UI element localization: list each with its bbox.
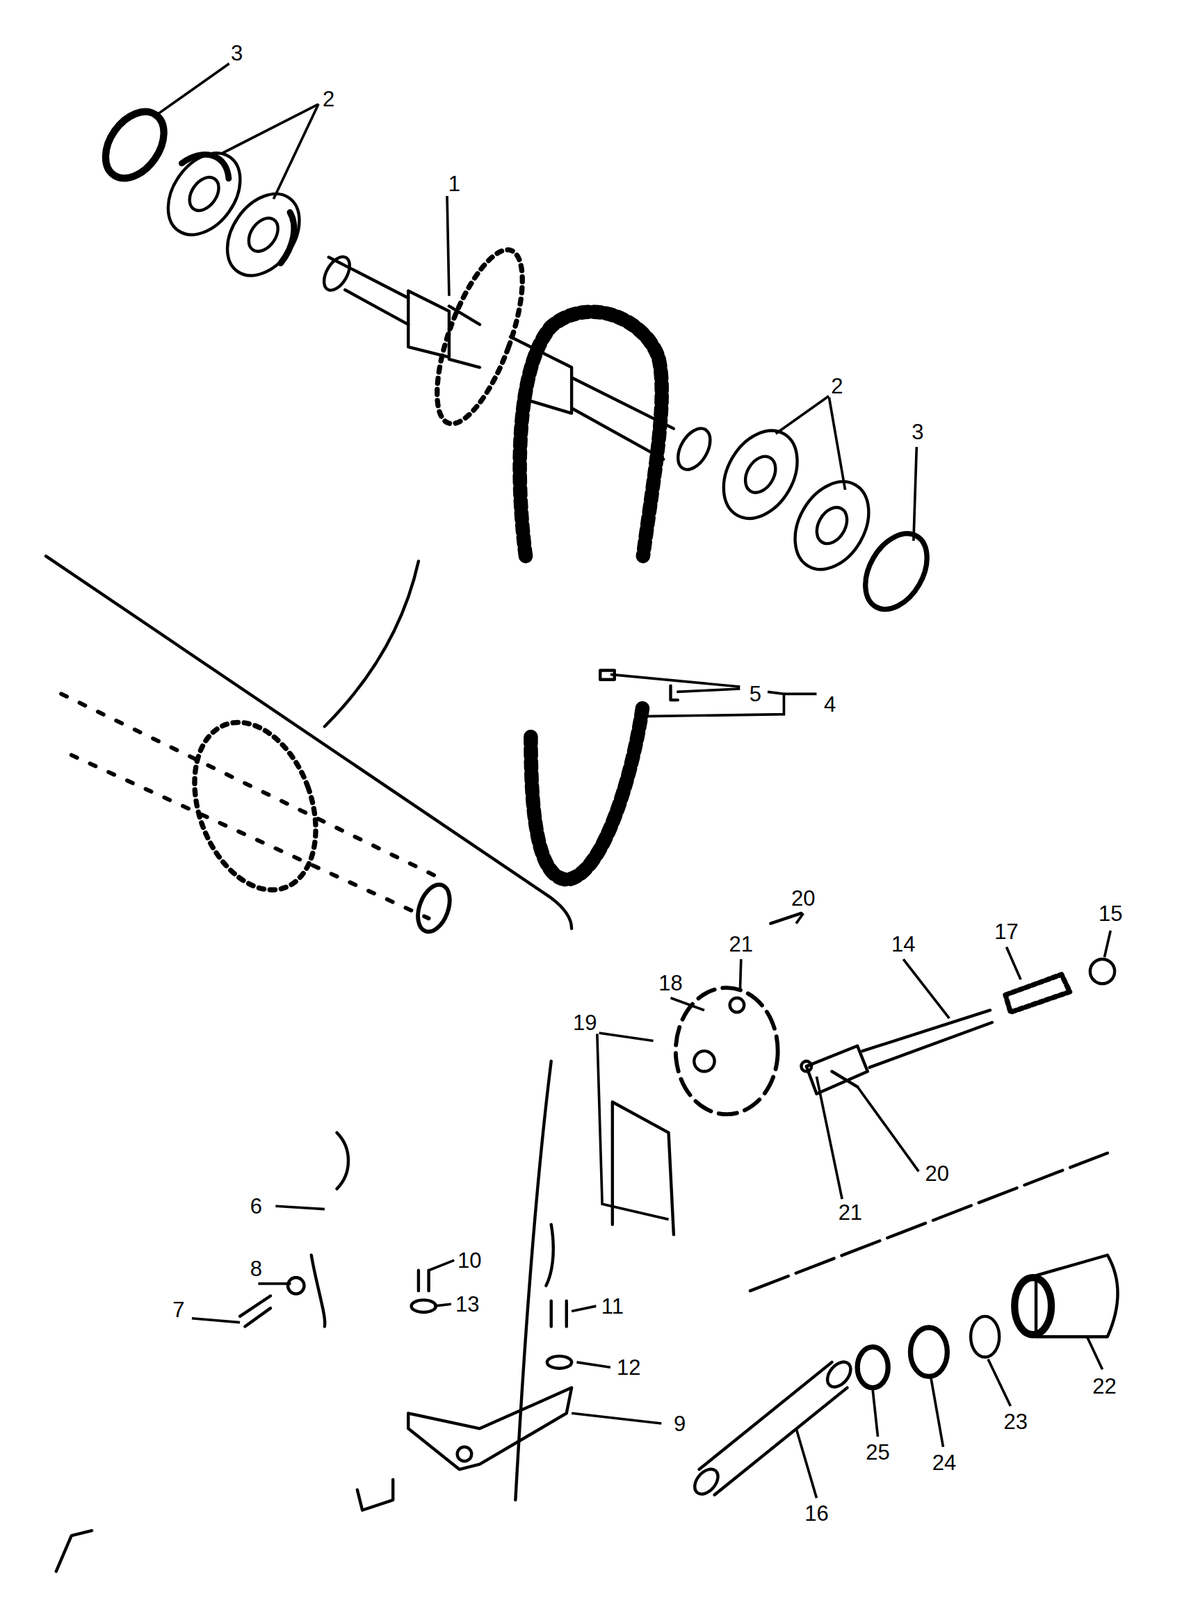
callout-number: 25 xyxy=(863,1441,892,1465)
callout-number: 18 xyxy=(656,971,685,995)
callout-number: 21 xyxy=(727,932,756,956)
callout-number: 4 xyxy=(821,692,838,716)
callout-number: 13 xyxy=(453,1293,482,1317)
callout-number: 8 xyxy=(248,1257,265,1281)
callout-number: 19 xyxy=(570,1010,599,1034)
callout-number: 10 xyxy=(455,1249,484,1273)
callout-number: 1 xyxy=(446,172,463,196)
callout-number: 9 xyxy=(671,1412,688,1436)
callout-number: 2 xyxy=(828,374,845,398)
callout-number: 12 xyxy=(614,1356,643,1380)
callout-number: 20 xyxy=(789,886,817,910)
callout-number: 20 xyxy=(922,1162,951,1186)
callout-number: 2 xyxy=(320,87,337,111)
callout-number: 14 xyxy=(889,932,918,956)
callout-number: 5 xyxy=(747,682,764,706)
callout-number: 24 xyxy=(930,1451,959,1475)
callout-number: 6 xyxy=(248,1195,265,1219)
callout-number: 16 xyxy=(802,1502,831,1526)
callout-number: 3 xyxy=(228,41,245,65)
callout-number: 22 xyxy=(1090,1374,1119,1398)
callout-number: 23 xyxy=(1001,1410,1030,1434)
callout-number: 17 xyxy=(992,920,1020,944)
callout-number: 7 xyxy=(170,1298,187,1322)
callout-number: 3 xyxy=(909,419,926,443)
callout-number: 11 xyxy=(599,1295,626,1319)
callout-number: 15 xyxy=(1096,901,1125,925)
callout-number: 21 xyxy=(836,1201,865,1225)
